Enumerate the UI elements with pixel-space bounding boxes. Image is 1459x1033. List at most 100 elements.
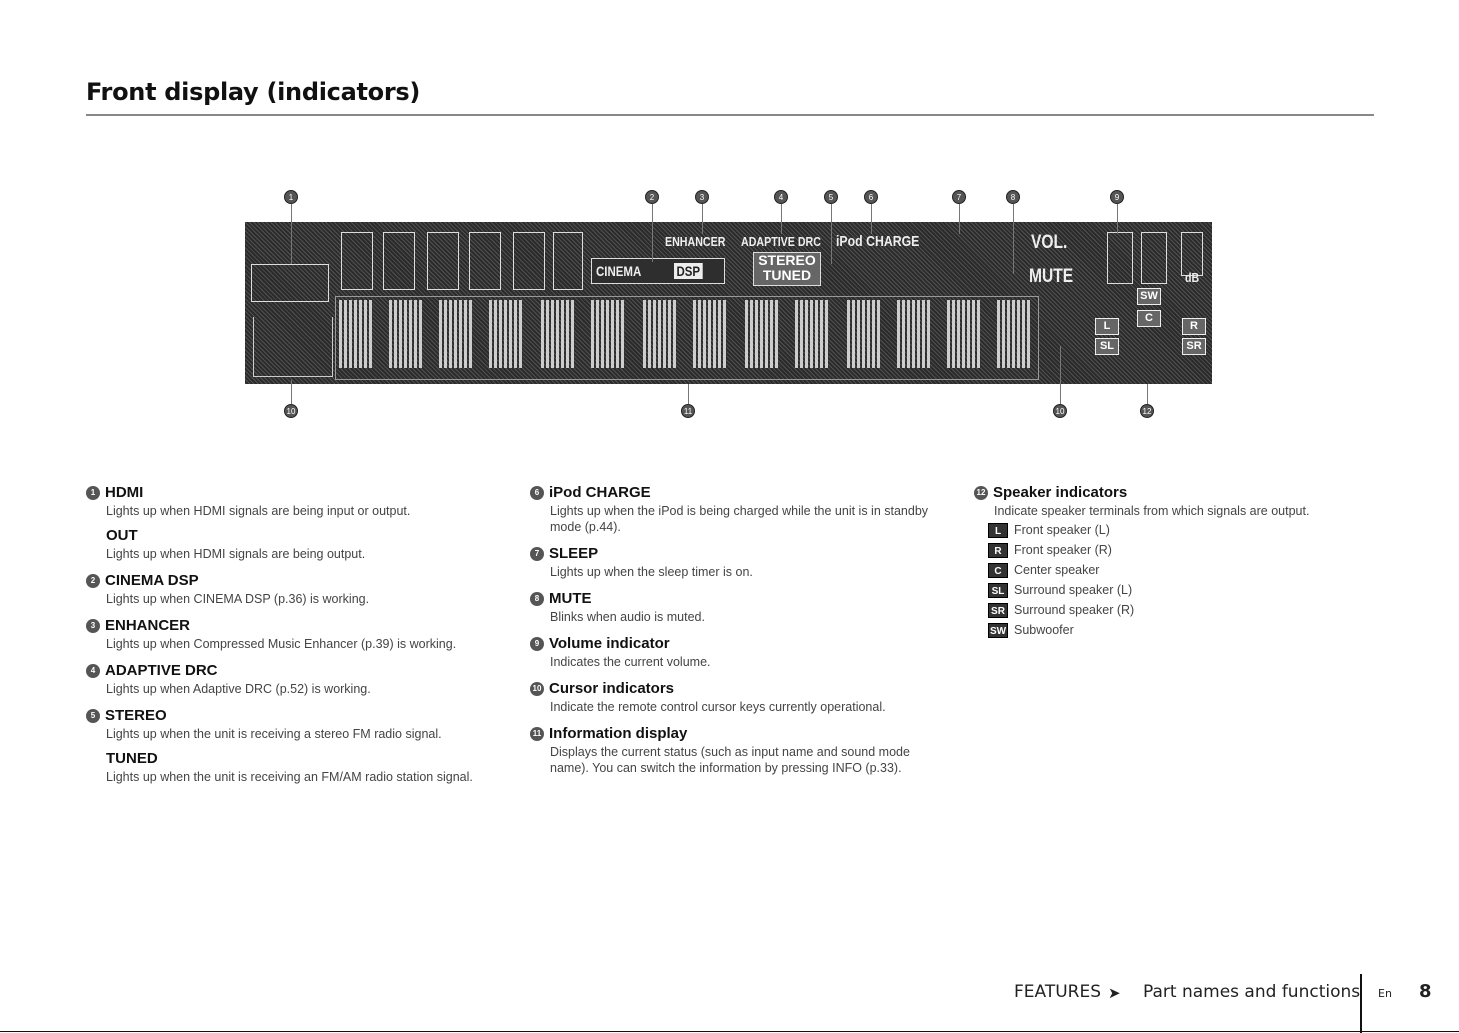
vol-digit: [1107, 232, 1133, 284]
adaptive-drc-label: ADAPTIVE DRC: [741, 234, 821, 249]
callout-5: 5: [824, 190, 838, 204]
item-desc: Blinks when audio is muted.: [550, 610, 705, 624]
bottom-rule: [0, 1031, 1459, 1032]
leader-line: [291, 204, 292, 264]
item-desc: Lights up when HDMI signals are being in…: [106, 504, 411, 518]
callout-3: 3: [695, 190, 709, 204]
item-desc: Lights up when the unit is receiving a s…: [106, 727, 442, 741]
callout-11: 11: [681, 404, 695, 418]
callout-9: 9: [1110, 190, 1124, 204]
callout-8: 8: [1006, 190, 1020, 204]
tuned-label: TUNED: [762, 267, 812, 283]
info-char: [591, 300, 625, 368]
enhancer-label: ENHANCER: [665, 234, 726, 249]
info-char: [339, 300, 373, 368]
info-char: [489, 300, 523, 368]
callout-7: 7: [952, 190, 966, 204]
item-title: Information display: [549, 725, 688, 742]
vol-label: VOL.: [1031, 232, 1068, 253]
footer-lang: En: [1378, 987, 1392, 1000]
info-char: [693, 300, 727, 368]
speaker-sw-icon: SW: [988, 622, 1008, 638]
callout-12: 12: [1140, 404, 1154, 418]
info-char: [897, 300, 931, 368]
speaker-c-icon: C: [988, 562, 1008, 578]
speaker-l-icon: L: [988, 522, 1008, 538]
page-title: Front display (indicators): [86, 78, 421, 106]
item-number: 3: [86, 618, 100, 633]
callout-1: 1: [284, 190, 298, 204]
title-rule: [86, 114, 1374, 116]
segment-char: [341, 232, 373, 290]
item-desc: Lights up when the sleep timer is on.: [550, 565, 753, 579]
speaker-sw-indicator: SW: [1137, 288, 1161, 305]
item-number: 9: [530, 636, 544, 651]
info-char: [997, 300, 1031, 368]
info-char: [389, 300, 423, 368]
segment-char: [513, 232, 545, 290]
item-desc: Displays the current status (such as inp…: [550, 745, 910, 775]
front-display-illustration: CINEMA DSP ENHANCER ADAPTIVE DRC iPod CH…: [245, 222, 1212, 384]
speaker-sr-indicator: SR: [1182, 338, 1206, 355]
item-desc: Lights up when Adaptive DRC (p.52) is wo…: [106, 682, 371, 696]
info-char: [541, 300, 575, 368]
leader-line: [871, 204, 872, 234]
item-desc: Indicates the current volume.: [550, 655, 711, 669]
item-desc: Lights up when the iPod is being charged…: [550, 504, 929, 534]
leader-line: [831, 204, 832, 264]
cinema-dsp-indicator: CINEMA DSP: [591, 258, 725, 284]
item-title: Cursor indicators: [549, 680, 675, 697]
item-title: ENHANCER: [105, 617, 191, 634]
stereo-label: STEREO: [758, 252, 816, 268]
info-char: [795, 300, 829, 368]
mute-label: MUTE: [1029, 266, 1074, 287]
leader-line: [1117, 204, 1118, 234]
item-number: 7: [530, 546, 544, 561]
info-char: [847, 300, 881, 368]
leader-line: [652, 204, 653, 262]
callout-6: 6: [864, 190, 878, 204]
item-title: STEREO: [105, 707, 167, 724]
item-sub-desc: Lights up when the unit is receiving an …: [106, 770, 473, 784]
leader-line: [959, 204, 960, 234]
item-number: 10: [530, 681, 544, 696]
segment-char: [383, 232, 415, 290]
db-label: dB: [1185, 270, 1200, 285]
information-display-frame: [335, 296, 1039, 380]
item-desc: Lights up when CINEMA DSP (p.36) is work…: [106, 592, 370, 606]
arrow-icon: ➤: [1108, 984, 1121, 1002]
stereo-tuned-indicator: STEREO TUNED: [753, 252, 821, 286]
item-title: Volume indicator: [549, 635, 670, 652]
leader-line: [1013, 204, 1014, 274]
item-number: 2: [86, 573, 100, 588]
leader-line: [781, 204, 782, 234]
cursor-indicators-left: [253, 317, 333, 377]
footer-subsection: Part names and functions: [1143, 982, 1361, 1002]
callout-10: 10: [284, 404, 298, 418]
speaker-sl-indicator: SL: [1095, 338, 1119, 355]
vol-digit: [1141, 232, 1167, 284]
item-title: HDMI: [105, 484, 144, 501]
item-subtitle: OUT: [106, 527, 138, 544]
hdmi-out-indicator: [251, 264, 329, 302]
item-title: MUTE: [549, 590, 592, 607]
speaker-label: Surround speaker (R): [1014, 603, 1135, 617]
segment-char: [427, 232, 459, 290]
speaker-r-indicator: R: [1182, 318, 1206, 335]
